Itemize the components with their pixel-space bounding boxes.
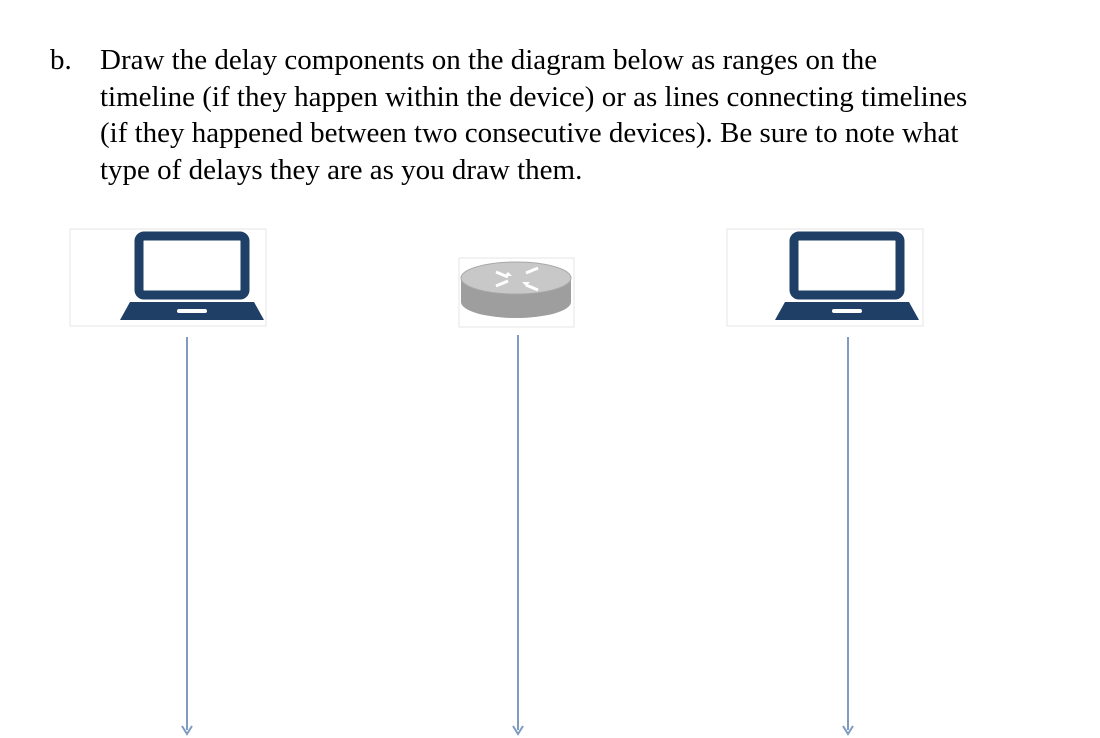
question: b. Draw the delay components on the diag…	[50, 42, 1060, 188]
timeline-left	[181, 337, 193, 736]
question-line: Draw the delay components on the diagram…	[100, 44, 878, 76]
question-label: b.	[50, 44, 72, 76]
router-icon	[458, 257, 575, 328]
question-line: type of delays they are as you draw them…	[100, 153, 583, 186]
timeline-right	[842, 337, 854, 736]
question-line: timeline (if they happen within the devi…	[100, 80, 968, 113]
timeline-middle	[512, 335, 524, 736]
laptop-icon	[69, 228, 267, 327]
laptop-icon	[726, 228, 924, 327]
question-line: (if they happened between two consecutiv…	[100, 117, 959, 149]
question-text: Draw the delay components on the diagram…	[100, 42, 1060, 188]
